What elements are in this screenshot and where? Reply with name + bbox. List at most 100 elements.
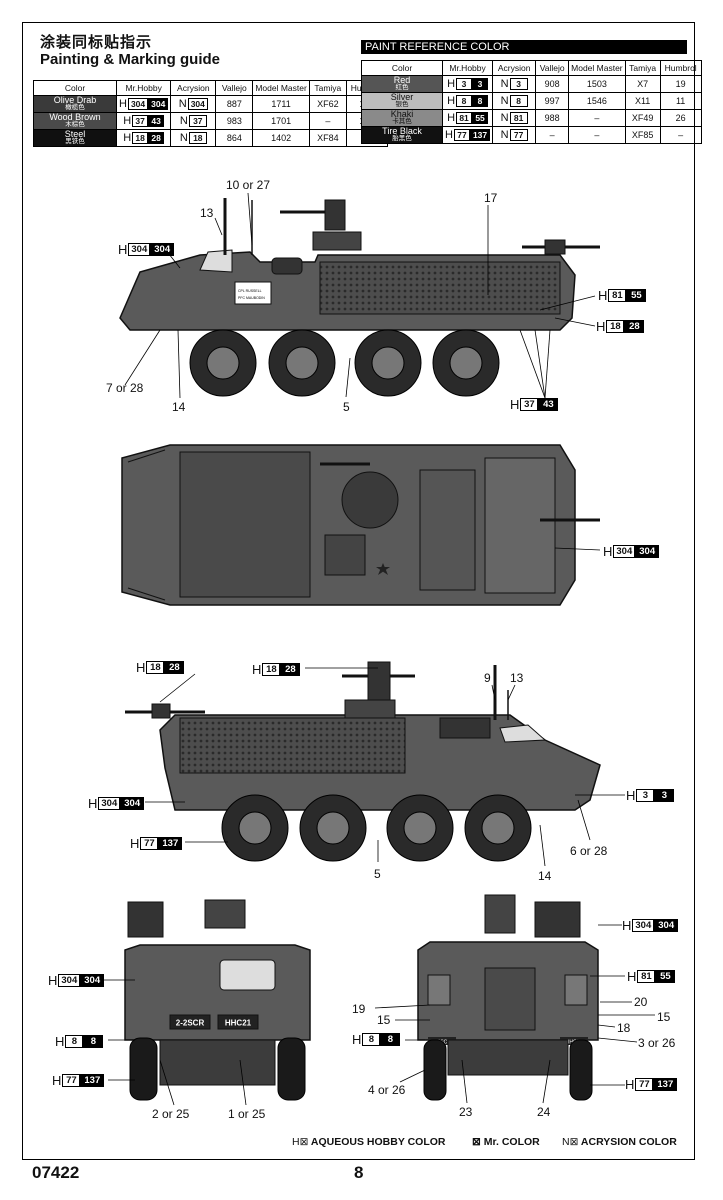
callout-4-or-26: 4 or 26	[368, 1083, 406, 1097]
code-box-white: 304	[632, 919, 655, 932]
code-prefix: H	[352, 1032, 362, 1047]
callout-20: 20	[634, 995, 648, 1009]
code-prefix: H	[88, 796, 98, 811]
model-master-cell: 1402	[252, 129, 310, 147]
code-prefix: H	[596, 319, 606, 334]
rear-view: 2-2SCR HHC21	[417, 894, 599, 1101]
code-prefix: H	[622, 918, 632, 933]
callout-5: 5	[374, 867, 381, 881]
callout-3-or-26: 3 or 26	[638, 1036, 676, 1050]
acrysion-code: 81	[509, 112, 528, 124]
code-prefix: H	[252, 662, 262, 677]
vallejo-cell: 908	[535, 75, 570, 93]
code-prefix: H	[123, 132, 132, 144]
page-frame	[22, 22, 695, 1160]
callout-9: 9	[484, 671, 491, 685]
code-prefix: H	[52, 1073, 62, 1088]
code-prefix: H	[48, 973, 58, 988]
color-name-cn: 红色	[395, 84, 409, 91]
vallejo-cell: 864	[215, 129, 254, 147]
nameplate-text-1: CPL RUSSELL	[238, 289, 262, 293]
code-box-black: 304	[150, 243, 175, 256]
callout-19: 19	[352, 1002, 366, 1016]
legend-n-icon: N⊠	[562, 1136, 579, 1148]
front-marking-left: 2-2SCR	[176, 1019, 205, 1028]
code-box-white: 81	[608, 289, 627, 302]
callout-18: 18	[617, 1021, 631, 1035]
legend-h-icon: H⊠	[292, 1136, 309, 1148]
code-prefix: H	[598, 288, 608, 303]
code-prefix: H	[119, 98, 127, 110]
code-box-white: 304	[613, 545, 636, 558]
code-box-white: 37	[520, 398, 539, 411]
paint-reference-title: PAINT REFERENCE COLOR	[361, 40, 687, 54]
color-name-cn: 黑铁色	[65, 138, 85, 145]
code-prefix: H	[136, 660, 146, 675]
tamiya-cell: XF84	[308, 129, 347, 147]
code-prefix: H	[626, 788, 636, 803]
title-english: Painting & Marking guide	[40, 51, 221, 68]
vallejo-cell: –	[535, 126, 570, 144]
acrysion-code: 304	[187, 98, 208, 110]
code-box-black: 28	[624, 320, 645, 333]
legend-mr-icon: ⊠	[472, 1136, 481, 1148]
code-box-black: 28	[164, 661, 185, 674]
color-name: Steel	[64, 129, 86, 139]
code-box-white: 81	[456, 112, 473, 124]
paint-row: Olive Drab橄榄色H304304N3048871711XF62155	[33, 95, 388, 113]
code-box-white: 77	[635, 1078, 654, 1091]
legend-aqueous: H⊠ AQUEOUS HOBBY COLOR	[292, 1136, 446, 1148]
code-prefix: H	[447, 78, 456, 90]
code-box-white: 8	[362, 1033, 381, 1046]
legend-aqueous-label: AQUEOUS HOBBY COLOR	[310, 1136, 446, 1148]
acrysion-code: 77	[509, 129, 528, 141]
code-box-white: 8	[456, 95, 473, 107]
callout-13: 13	[510, 671, 524, 685]
code-box-white: 8	[65, 1035, 84, 1048]
color-name: Tire Black	[382, 126, 422, 136]
callout-7-or-28: 7 or 28	[106, 381, 144, 395]
code-box-black: 43	[148, 115, 165, 127]
code-prefix: H	[55, 1034, 65, 1049]
code-box-white: 18	[606, 320, 625, 333]
acrysion-code: 3	[509, 78, 528, 90]
code-box-white: 77	[140, 837, 159, 850]
color-name: Red	[393, 75, 411, 85]
callout-10-or-27: 10 or 27	[226, 178, 271, 192]
color-name-cn: 木棕色	[65, 121, 85, 128]
code-box-white: 304	[128, 243, 151, 256]
code-box-black: 28	[148, 132, 165, 144]
color-name: Olive Drab	[53, 95, 97, 105]
code-box-white: 304	[127, 98, 149, 110]
code-box-black: 3	[472, 78, 489, 90]
code-prefix: H	[130, 836, 140, 851]
code-prefix: H	[118, 242, 128, 257]
code-box-black: 3	[654, 789, 675, 802]
front-marking-right: HHC21	[225, 1019, 252, 1028]
acrysion-code: 37	[188, 115, 207, 127]
callout-5: 5	[343, 400, 350, 414]
